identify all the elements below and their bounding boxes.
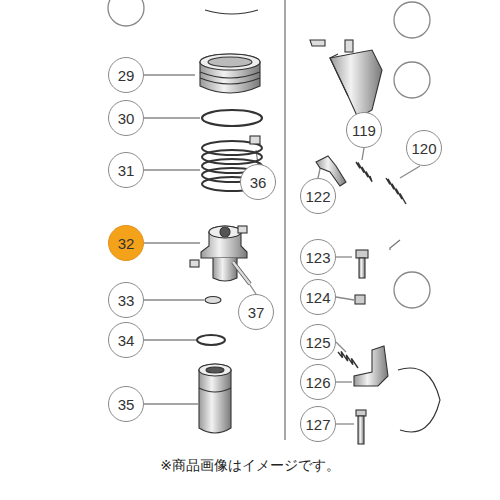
callout-number: 35 [118,397,135,412]
callout-circle: 119 [346,112,382,148]
callout-number: 30 [118,111,135,126]
callout-circle: 29 [108,57,144,93]
callout-circle: 34 [108,322,144,358]
callout-circle: 125 [300,324,336,360]
callout-number: 31 [118,163,135,178]
callout-circle: 120 [406,130,442,166]
callout-circle: 30 [108,100,144,136]
callout-circle: 122 [300,178,336,214]
callout-circle: 37 [238,294,274,330]
callout-number: 125 [305,335,330,350]
callout-circle: 127 [300,406,336,442]
callout-circle: 31 [108,152,144,188]
callout-circle: 126 [300,364,336,400]
callout-number: 126 [305,375,330,390]
callout-number: 34 [118,333,135,348]
callout-number: 37 [248,305,265,320]
callout-number: 124 [305,290,330,305]
callout-number: 36 [250,175,267,190]
callout-circle: 124 [300,279,336,315]
callout-number: 29 [118,68,135,83]
callout-number: 119 [352,123,376,138]
callout-number: 32 [118,236,135,251]
callout-number: 120 [411,141,436,156]
callout-circle: 123 [300,239,336,275]
callout-circle: 35 [108,386,144,422]
callout-number: 127 [305,417,330,432]
callout-number: 123 [305,250,330,265]
caption: ※商品画像はイメージです。 [0,457,500,475]
callout-circle: 32 [108,225,144,261]
callout-number: 33 [118,293,135,308]
callout-number: 122 [305,189,330,204]
callout-circle: 36 [240,164,276,200]
callout-circle: 33 [108,282,144,318]
